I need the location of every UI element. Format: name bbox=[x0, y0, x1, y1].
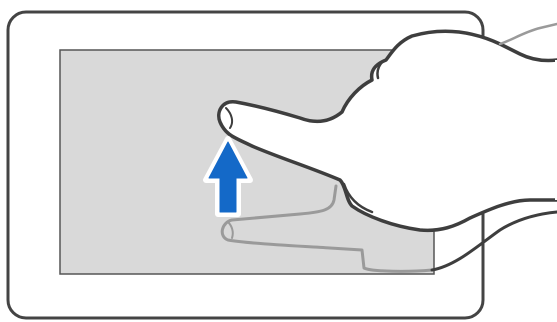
thumb-outline-behind bbox=[220, 218, 434, 273]
arrow-up-icon bbox=[203, 136, 253, 217]
thumb-upper-outline bbox=[230, 184, 338, 222]
finger-outline-top-right bbox=[498, 22, 557, 46]
index-finger-nail bbox=[225, 107, 234, 129]
hand-outline-front bbox=[217, 29, 557, 233]
thumb-nail bbox=[227, 221, 234, 239]
finger-crease bbox=[376, 58, 388, 80]
hand-icon bbox=[217, 22, 557, 273]
wrist-outline-lower bbox=[430, 210, 557, 272]
palm-curve bbox=[342, 182, 374, 214]
